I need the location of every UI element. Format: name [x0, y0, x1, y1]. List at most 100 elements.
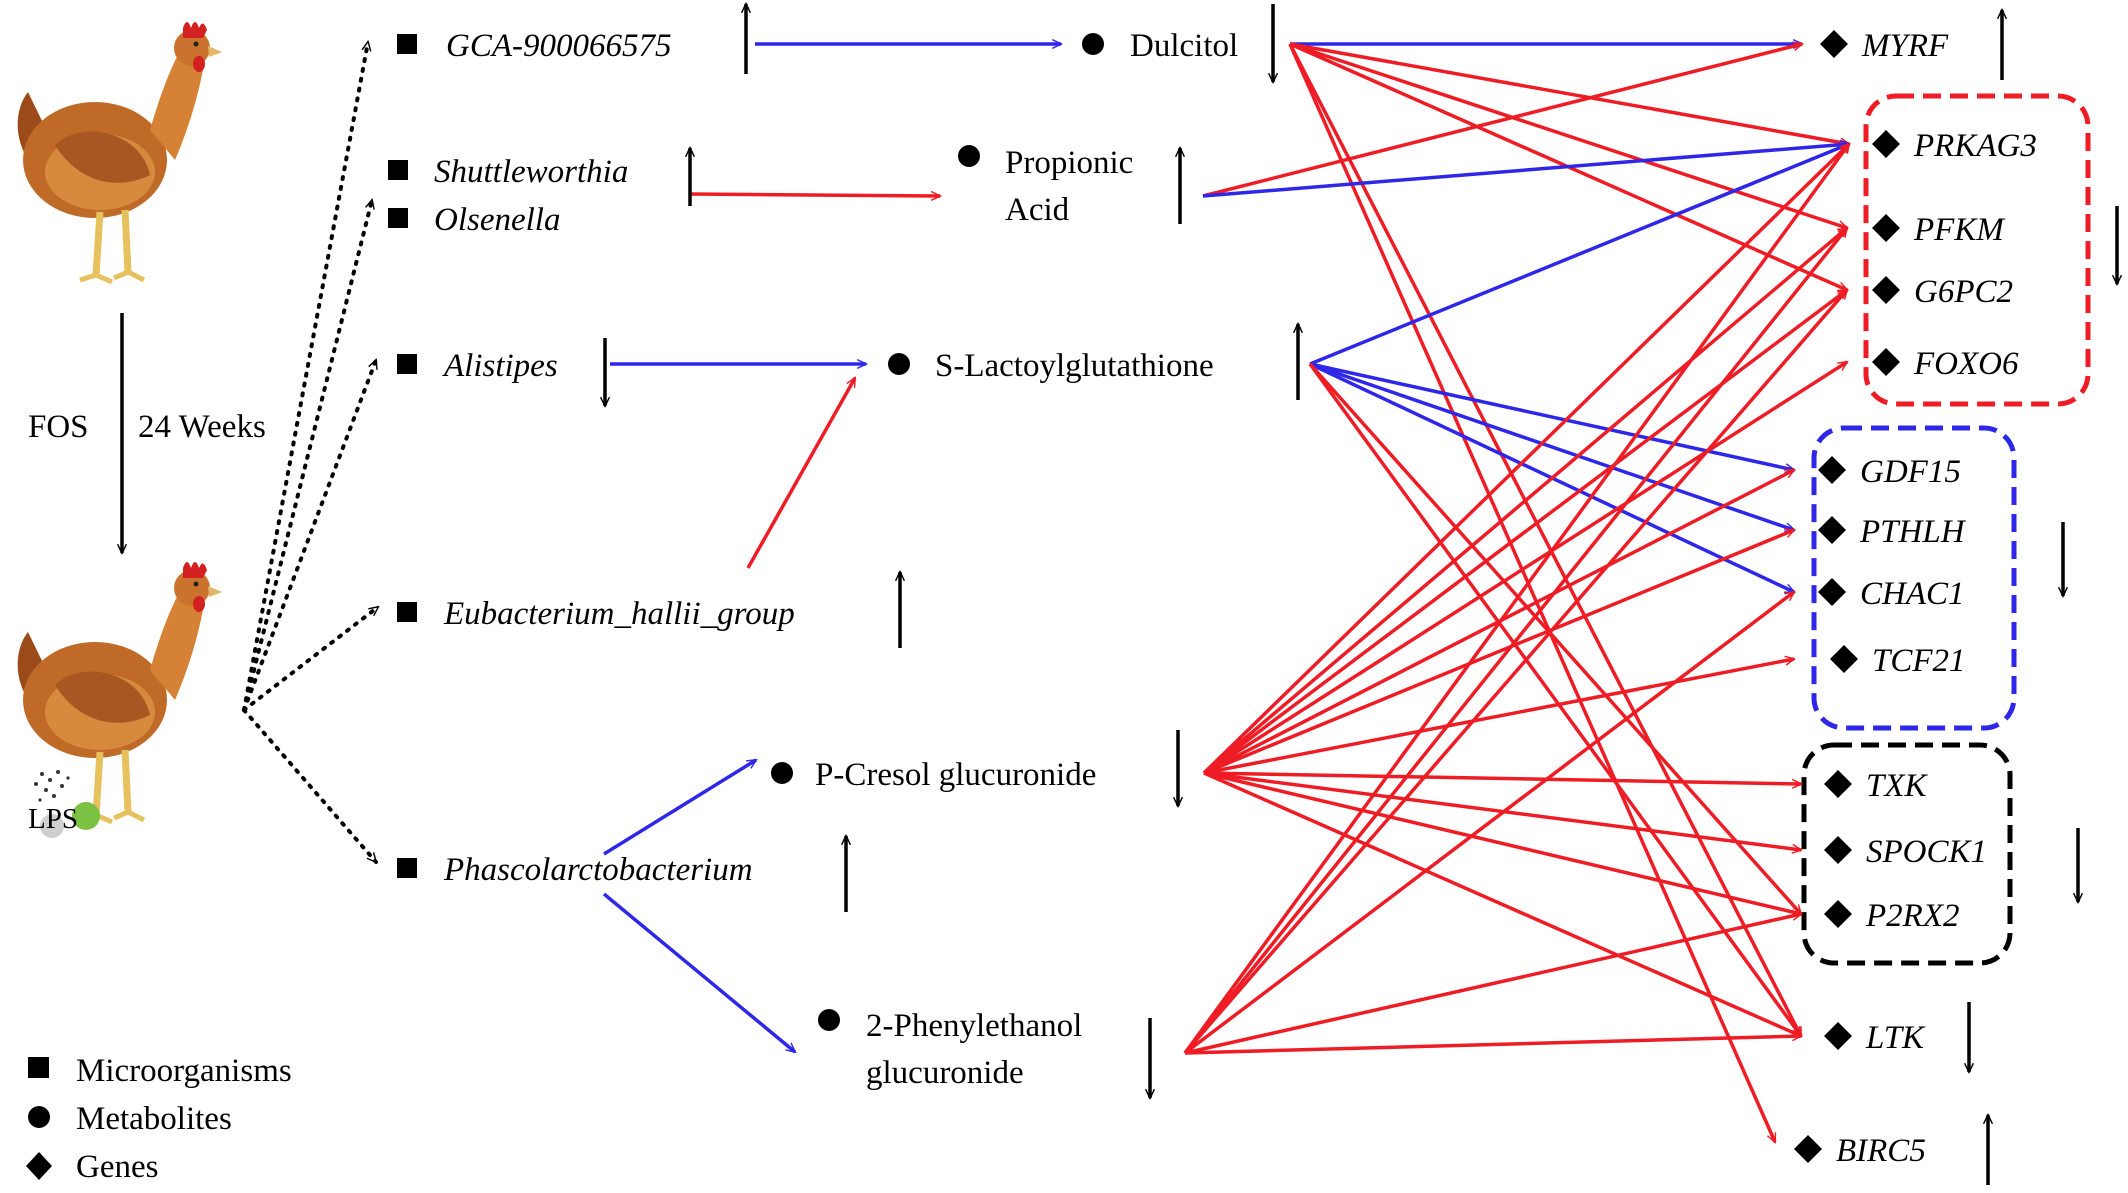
gene-node-MYRF: MYRF — [1820, 10, 2002, 80]
metabolite-label: Propionic — [1005, 145, 1133, 181]
gene-label: PRKAG3 — [1913, 128, 2037, 164]
gene-label: BIRC5 — [1836, 1133, 1926, 1169]
gene-label: LTK — [1865, 1020, 1926, 1056]
link-dulc-BIRC5 — [1288, 43, 1777, 1142]
gene-label: PFKM — [1913, 212, 2005, 248]
lps-particles — [34, 770, 70, 802]
metabolite-node-dulc: Dulcitol — [1082, 4, 1273, 82]
link-phas-phen — [602, 892, 795, 1052]
gene-label: TCF21 — [1872, 643, 1966, 679]
gene-group-boxes — [1801, 93, 2117, 966]
legend-diamond-icon — [26, 1152, 52, 1180]
gene-diamond-icon — [1830, 645, 1858, 673]
gene-group-box-red — [1863, 93, 2091, 407]
link-phen-PFKM — [1183, 228, 1847, 1055]
gene-node-PFKM: PFKM — [1872, 212, 2005, 248]
gene-label: MYRF — [1861, 28, 1949, 64]
gene-node-BIRC5: BIRC5 — [1794, 1115, 1988, 1185]
link-phas-pcre — [603, 758, 756, 856]
link-pcre-TXK — [1203, 771, 1801, 784]
gene-diamond-icon — [1872, 276, 1900, 304]
microorganism-node-alis: Alistipes — [397, 338, 605, 406]
microorganism-label: Eubacterium_hallii_group — [443, 596, 795, 632]
lps-green-marker — [72, 802, 100, 830]
treatment-link-euba — [242, 605, 380, 712]
gene-node-P2RX2: P2RX2 — [1824, 898, 1959, 934]
link-phen-PRKAG3 — [1183, 144, 1851, 1055]
link-slac-GDF15 — [1309, 362, 1794, 470]
link-pcre-PFKM — [1202, 228, 1847, 775]
gene-node-CHAC1: CHAC1 — [1818, 576, 1965, 612]
link-slac-PTHLH — [1309, 362, 1794, 530]
link-prop-MYRF — [1202, 44, 1802, 198]
metabolite-node-slac: S-Lactoylglutathione — [888, 324, 1298, 400]
microorganism-square-icon — [388, 208, 408, 228]
gene-diamond-icon — [1824, 1022, 1852, 1050]
metabolite-circle-icon — [818, 1009, 840, 1031]
metabolite-circle-icon — [888, 353, 910, 375]
microorganism-node-phas: Phascolarctobacterium — [397, 836, 846, 912]
microorganism-node-euba: Eubacterium_hallii_group — [397, 572, 900, 648]
legend-square-icon — [28, 1057, 49, 1078]
microorganism-label: GCA-900066575 — [446, 28, 672, 64]
gene-label: CHAC1 — [1860, 576, 1965, 612]
gene-diamond-icon — [1824, 836, 1852, 864]
microorganism-node-gca: GCA-900066575 — [397, 4, 746, 74]
link-euba-slac — [746, 378, 857, 569]
microorganism-square-icon — [397, 858, 417, 878]
gene-diamond-icon — [1794, 1135, 1822, 1163]
legend-genes-label: Genes — [76, 1149, 158, 1185]
link-dulc-LTK — [1288, 43, 1803, 1036]
legend-microorganisms-label: Microorganisms — [76, 1053, 292, 1089]
legend-circle-icon — [28, 1106, 50, 1128]
gene-label: GDF15 — [1860, 454, 1961, 490]
link-pcre-P2RX2 — [1203, 771, 1801, 914]
link-phen-CHAC1 — [1183, 590, 1794, 1055]
legend-metabolites-label: Metabolites — [76, 1101, 232, 1137]
legend: Microorganisms Metabolites Genes — [26, 1053, 292, 1185]
metabolite-label: S-Lactoylglutathione — [935, 348, 1214, 384]
microorganism-label: Phascolarctobacterium — [443, 852, 753, 888]
link-slac-P2RX2 — [1308, 362, 1801, 914]
gene-diamond-icon — [1820, 30, 1848, 58]
gene-label: FOXO6 — [1913, 346, 2019, 382]
metabolite-circle-icon — [1082, 33, 1104, 55]
gene-diamond-icon — [1824, 770, 1852, 798]
metabolite-label: glucuronide — [866, 1055, 1024, 1091]
correlation-links — [242, 42, 1851, 1142]
duration-label: 24 Weeks — [138, 409, 266, 445]
gene-diamond-icon — [1818, 456, 1846, 484]
gene-node-PRKAG3: PRKAG3 — [1872, 128, 2037, 164]
hen-before-treatment — [17, 22, 222, 285]
link-slac-LTK — [1308, 362, 1803, 1036]
link-pcre-G6PC2 — [1202, 288, 1847, 775]
microorganism-node-olse: Olsenella — [388, 202, 560, 238]
gene-node-GDF15: GDF15 — [1818, 454, 1961, 490]
link-pcre-FOXO6 — [1203, 360, 1847, 775]
treatment-link-phas — [242, 708, 378, 864]
metabolite-label: 2-Phenylethanol — [866, 1008, 1082, 1044]
link-dulc-PRKAG3 — [1289, 42, 1849, 144]
hen-after-treatment — [17, 562, 222, 825]
network-nodes: GCA-900066575ShuttleworthiaOlsenellaAlis… — [388, 4, 2037, 1185]
gene-node-TXK: TXK — [1824, 768, 1929, 804]
gene-label: P2RX2 — [1865, 898, 1959, 934]
metabolite-circle-icon — [958, 145, 980, 167]
gene-node-TCF21: TCF21 — [1830, 643, 1966, 679]
microorganism-square-icon — [397, 34, 417, 54]
lps-label: LPS — [28, 803, 78, 835]
treatment-link-shut — [242, 200, 372, 712]
microorganism-label: Olsenella — [434, 202, 560, 238]
link-prop-PRKAG3 — [1202, 144, 1849, 198]
link-phen-LTK — [1184, 1036, 1801, 1055]
metabolite-node-phen: 2-Phenylethanol glucuronide — [818, 1008, 1150, 1098]
microorganism-node-shut: Shuttleworthia — [388, 148, 690, 206]
gene-diamond-icon — [1872, 130, 1900, 158]
link-pcre-TCF21 — [1203, 659, 1794, 775]
metabolite-label: Acid — [1005, 192, 1070, 228]
gene-group-box-blue — [1811, 425, 2017, 731]
gene-node-PTHLH: PTHLH — [1818, 514, 1967, 550]
gene-diamond-icon — [1824, 900, 1852, 928]
